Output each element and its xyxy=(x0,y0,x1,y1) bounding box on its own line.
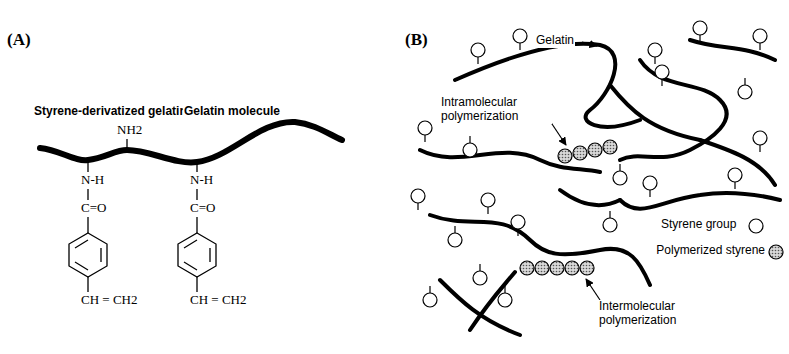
label: Intermolecular polymerization xyxy=(598,300,720,328)
styrene-group xyxy=(655,65,669,79)
styrene-stub xyxy=(734,182,735,189)
styrene-stub xyxy=(759,43,760,50)
styrene-group xyxy=(738,85,752,99)
styrene-group xyxy=(411,189,425,203)
styrene-group xyxy=(481,193,495,207)
legend-text: Polymerized styrene xyxy=(655,244,766,258)
styrene-stub xyxy=(759,145,760,152)
legend-text: Styrene group xyxy=(660,218,737,232)
label: Gelatin molecule xyxy=(183,105,281,119)
styrene-stub xyxy=(469,136,470,143)
label: N-H xyxy=(189,173,214,188)
styrene-group xyxy=(693,21,707,35)
styrene-group xyxy=(728,168,742,182)
label: (B) xyxy=(404,30,429,50)
styrene-group xyxy=(448,233,462,247)
styrene-group xyxy=(753,131,767,145)
label: Gelatin xyxy=(535,34,575,48)
label: Styrene-derivatized gelatin xyxy=(33,105,188,119)
styrene-stub xyxy=(504,286,505,293)
label: C=O xyxy=(189,201,216,216)
label: NH2 xyxy=(116,123,143,138)
label: (A) xyxy=(6,30,32,50)
styrene-stub xyxy=(661,79,662,86)
styrene-stub xyxy=(429,286,430,293)
styrene-stub xyxy=(654,57,655,64)
styrene-group xyxy=(418,121,432,135)
styrene-group xyxy=(511,215,525,229)
label: C=O xyxy=(80,201,107,216)
styrene-stub xyxy=(517,229,518,236)
styrene-stub xyxy=(477,57,478,64)
styrene-group xyxy=(498,293,512,307)
styrene-stub xyxy=(519,43,520,50)
styrene-group xyxy=(471,43,485,57)
styrene-group xyxy=(473,271,487,285)
styrene-stub xyxy=(487,207,488,214)
styrene-stub xyxy=(619,164,620,171)
styrene-group xyxy=(463,143,477,157)
label: Intramolecular polymerization xyxy=(440,96,552,124)
styrene-stub xyxy=(454,226,455,233)
styrene-group xyxy=(753,29,767,43)
styrene-stub xyxy=(744,78,745,85)
styrene-group xyxy=(613,171,627,185)
styrene-group xyxy=(648,43,662,57)
label: CH = CH2 xyxy=(189,293,247,308)
styrene-stub xyxy=(417,203,418,210)
styrene-stub xyxy=(649,190,650,197)
styrene-stub xyxy=(699,35,700,42)
styrene-group xyxy=(603,218,617,232)
label: CH = CH2 xyxy=(80,293,138,308)
styrene-group xyxy=(643,176,657,190)
label: N-H xyxy=(80,173,105,188)
styrene-stub xyxy=(479,264,480,271)
styrene-group xyxy=(423,293,437,307)
styrene-stub xyxy=(609,211,610,218)
styrene-group xyxy=(513,29,527,43)
styrene-stub xyxy=(424,135,425,142)
